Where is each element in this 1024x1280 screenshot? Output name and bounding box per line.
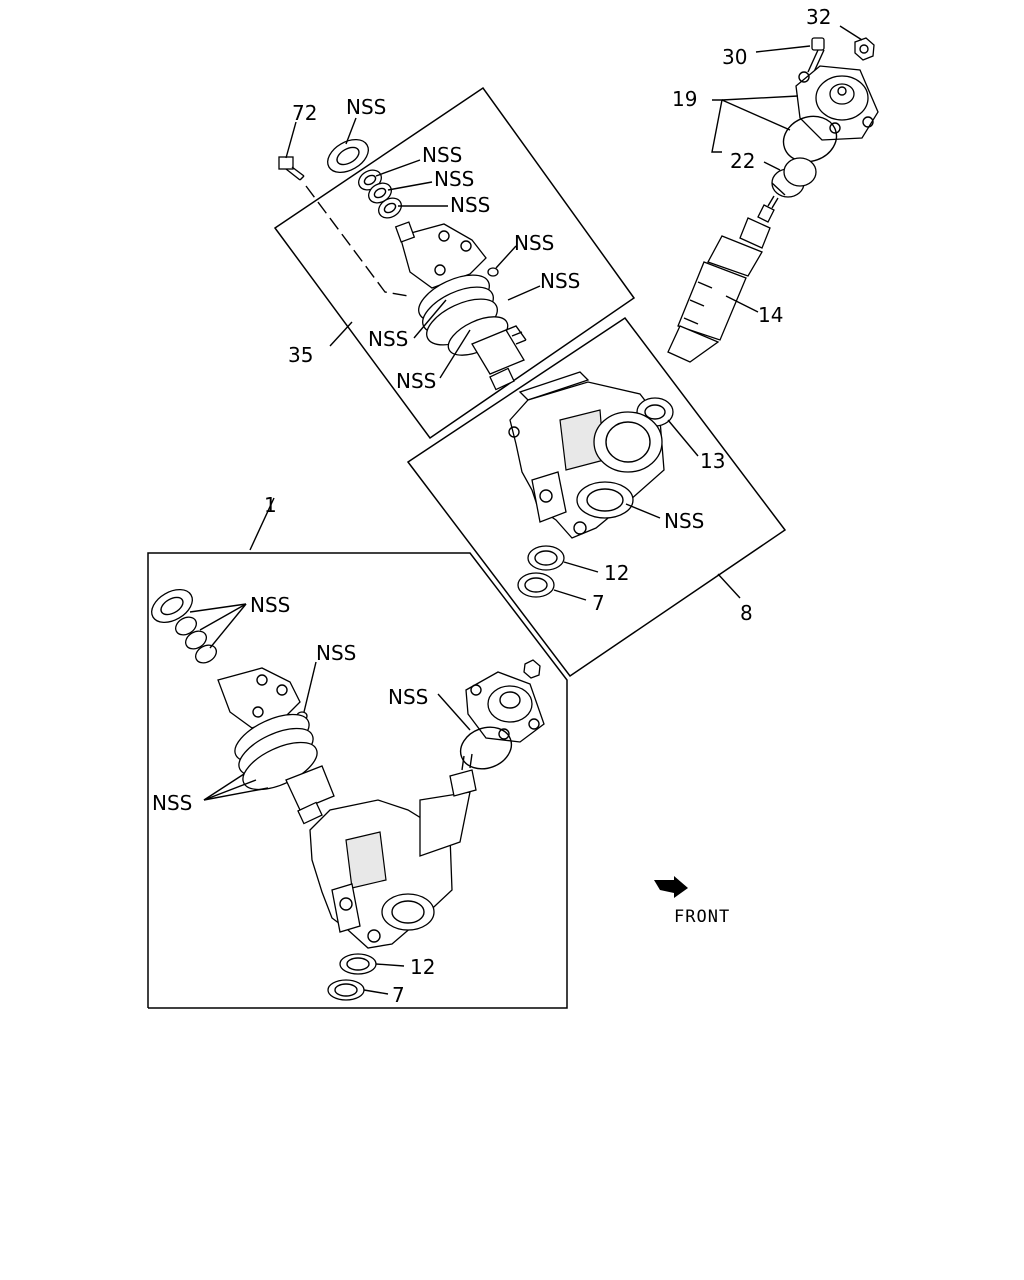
label-nss-cover: NSS [388, 685, 428, 709]
label-12-bottom: 12 [410, 955, 435, 979]
callout-labels: 32 30 19 22 14 72 NSS NSS NSS NSS NSS NS… [152, 5, 831, 1007]
label-nss-rack: NSS [540, 269, 580, 293]
label-35: 35 [288, 343, 313, 367]
complete-gear-assembly [151, 588, 545, 1001]
label-13: 13 [700, 449, 725, 473]
sector-shaft [667, 195, 779, 363]
label-front: FRONT [674, 907, 730, 927]
label-8: 8 [740, 601, 753, 625]
valve-assembly-top [278, 138, 527, 391]
label-7-top: 7 [592, 591, 605, 615]
label-32: 32 [806, 5, 831, 29]
label-30: 30 [722, 45, 747, 69]
label-nss-seal: NSS [346, 95, 386, 119]
label-nss-rings-1: NSS [368, 327, 408, 351]
label-nss-washer-3: NSS [450, 193, 490, 217]
label-nss-rings-2: NSS [396, 369, 436, 393]
gear-cover-assembly [667, 37, 879, 363]
label-nss-washer-2: NSS [434, 167, 474, 191]
label-nss-oring-left: NSS [316, 641, 356, 665]
label-14: 14 [758, 303, 783, 327]
label-12-top: 12 [604, 561, 629, 585]
leader-lines [189, 25, 863, 995]
group-1-frame [147, 552, 568, 1009]
label-nss-washer-1: NSS [422, 143, 462, 167]
group-35-frame [273, 86, 636, 440]
label-7-bottom: 7 [392, 983, 405, 1007]
label-nss-rings-left: NSS [152, 791, 192, 815]
label-1: 1 [264, 493, 277, 517]
label-nss-oring: NSS [514, 231, 554, 255]
group-8-frame [406, 316, 787, 678]
gear-housing-top [508, 371, 674, 598]
front-arrow-icon [654, 876, 688, 898]
label-22: 22 [730, 149, 755, 173]
label-19: 19 [672, 87, 697, 111]
label-nss-seals-left: NSS [250, 593, 290, 617]
label-72: 72 [292, 101, 317, 125]
label-nss-housing: NSS [664, 509, 704, 533]
